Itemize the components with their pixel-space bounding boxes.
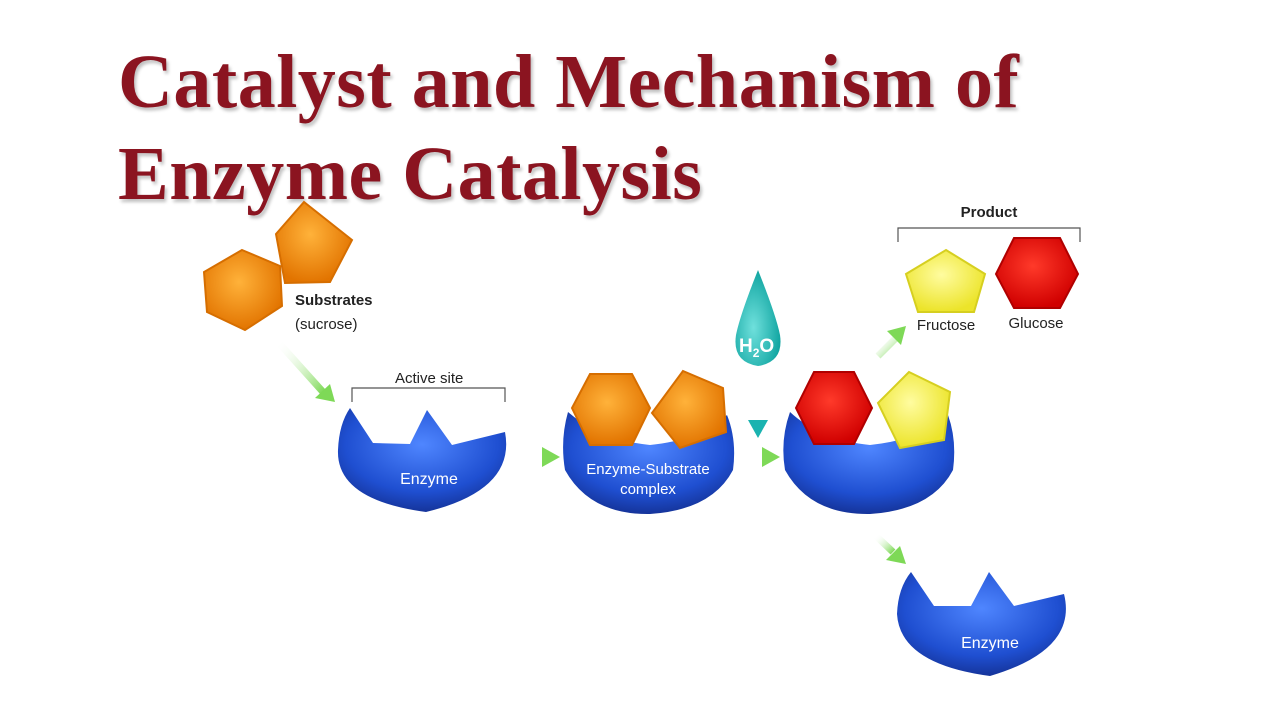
substrate-hexagon xyxy=(202,248,284,332)
bound-fructose-pentagon xyxy=(876,370,952,450)
water-subscript-label: 2 xyxy=(753,346,760,360)
complex-hexagon xyxy=(570,373,652,446)
arrow-substrate-to-enzyme xyxy=(275,339,335,402)
arrow-to-products xyxy=(875,326,906,359)
water-drop: H2O xyxy=(735,270,781,366)
title-line-1: Catalyst and Mechanism of xyxy=(118,40,1020,124)
title-line-2: Enzyme Catalysis xyxy=(118,132,703,216)
enzyme-label: Enzyme xyxy=(400,471,458,488)
arrow-water-down xyxy=(748,374,768,438)
enzyme-product-complex xyxy=(783,370,955,515)
enzyme-released-label: Enzyme xyxy=(961,635,1019,652)
complex-label-line-2: complex xyxy=(620,481,676,498)
substrates-sub-label: (sucrose) xyxy=(295,316,358,333)
substrates-label: Substrates xyxy=(295,292,373,309)
glucose-hexagon xyxy=(994,237,1080,309)
substrate-pentagon xyxy=(274,200,354,285)
product-bracket xyxy=(897,227,1081,242)
arrow-to-released-enzyme xyxy=(873,533,906,564)
svg-text:H2O: H2O xyxy=(739,336,774,360)
complex-label-line-1: Enzyme-Substrate xyxy=(586,461,709,478)
enzyme-released xyxy=(897,572,1066,676)
active-site-bracket xyxy=(351,387,506,402)
water-o-label: O xyxy=(759,336,774,357)
arrow-complex-to-products xyxy=(738,447,780,467)
enzyme-substrate-complex xyxy=(563,369,735,515)
bound-glucose-hexagon xyxy=(794,371,874,445)
substrate-molecule xyxy=(202,200,354,332)
active-site-label: Active site xyxy=(395,370,463,387)
fructose-pentagon xyxy=(904,248,987,313)
complex-pentagon xyxy=(650,369,728,450)
arrow-enzyme-to-complex xyxy=(518,447,560,467)
glucose-label: Glucose xyxy=(1008,315,1063,332)
enzyme-free xyxy=(337,408,507,512)
fructose-label: Fructose xyxy=(917,317,975,334)
water-h-label: H xyxy=(739,336,753,357)
page-title: Catalyst and Mechanism of Enzyme Catalys… xyxy=(118,36,1019,220)
product-label: Product xyxy=(961,204,1018,221)
